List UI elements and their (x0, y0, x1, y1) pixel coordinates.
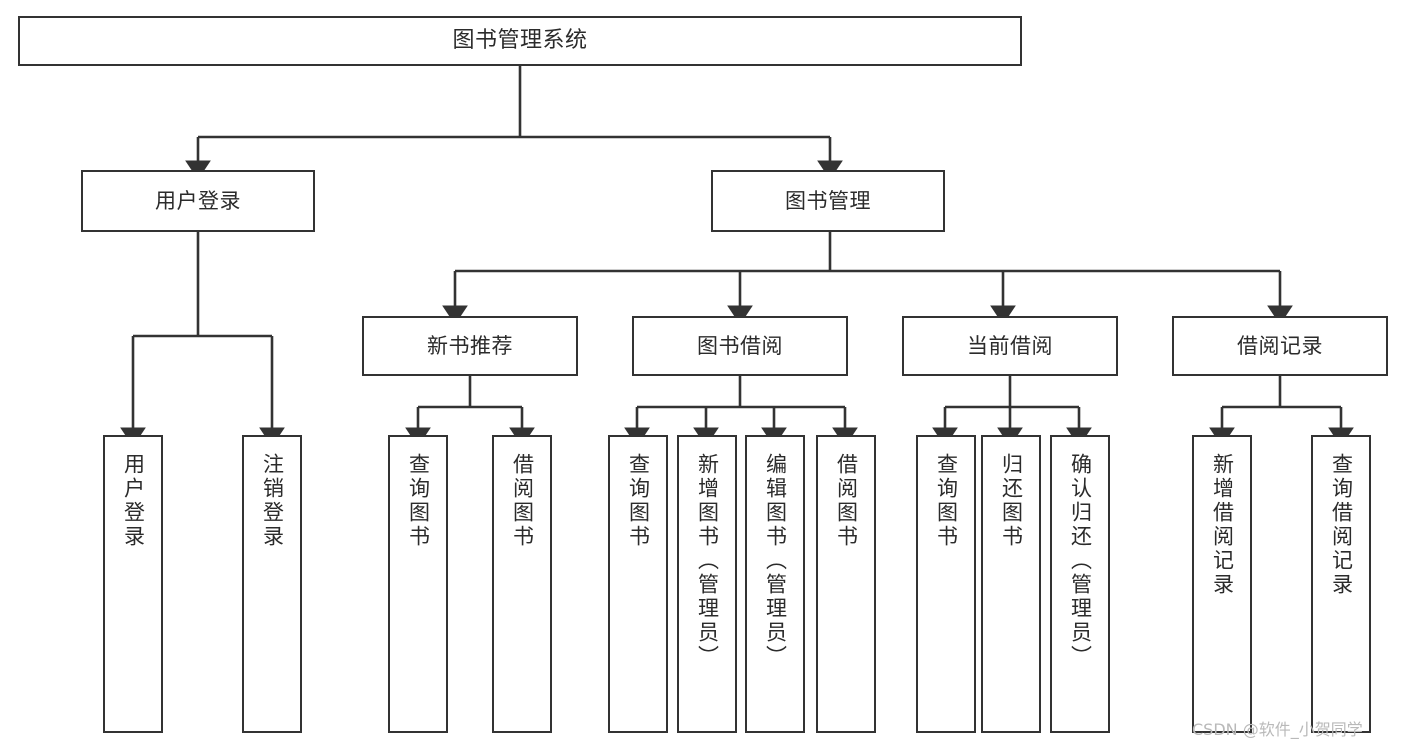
node-current-borrow[interactable]: 当前借阅 (902, 316, 1118, 376)
leaf-new-book-borrow-book[interactable]: 借阅图书 (492, 435, 552, 733)
node-label: 查询图书 (406, 453, 431, 549)
node-label: 借阅记录 (1237, 333, 1323, 358)
node-label: 图书借阅 (697, 333, 783, 358)
node-label: 查询图书 (626, 453, 651, 549)
leaf-book-borrow-borrow-book[interactable]: 借阅图书 (816, 435, 876, 733)
node-label: 注销登录 (260, 453, 285, 549)
node-book-management[interactable]: 图书管理 (711, 170, 945, 232)
csdn-watermark: CSDN @软件_小贺同学 (1192, 720, 1363, 739)
node-label: 图书管理 (785, 188, 871, 213)
leaf-current-borrow-return-book[interactable]: 归还图书 (981, 435, 1041, 733)
leaf-user-login-login[interactable]: 用户登录 (103, 435, 163, 733)
node-label: 确认归还（管理员） (1068, 453, 1093, 669)
leaf-borrow-record-query-record[interactable]: 查询借阅记录 (1311, 435, 1371, 733)
node-label: 新书推荐 (427, 333, 513, 358)
node-label: 新增图书（管理员） (695, 453, 720, 669)
node-label: 查询借阅记录 (1329, 453, 1354, 597)
node-label: 借阅图书 (510, 453, 535, 549)
node-label: 归还图书 (999, 453, 1024, 549)
leaf-borrow-record-add-record[interactable]: 新增借阅记录 (1192, 435, 1252, 733)
node-user-login[interactable]: 用户登录 (81, 170, 315, 232)
leaf-new-book-query-book[interactable]: 查询图书 (388, 435, 448, 733)
node-borrow-record[interactable]: 借阅记录 (1172, 316, 1388, 376)
leaf-user-login-logout[interactable]: 注销登录 (242, 435, 302, 733)
leaf-current-borrow-query-book[interactable]: 查询图书 (916, 435, 976, 733)
node-label: 用户登录 (155, 188, 241, 213)
node-root-book-management-system[interactable]: 图书管理系统 (18, 16, 1022, 66)
node-label: 编辑图书（管理员） (763, 453, 788, 669)
leaf-book-borrow-add-book-admin[interactable]: 新增图书（管理员） (677, 435, 737, 733)
node-label: 借阅图书 (834, 453, 859, 549)
leaf-current-borrow-confirm-return-admin[interactable]: 确认归还（管理员） (1050, 435, 1110, 733)
node-label: 查询图书 (934, 453, 959, 549)
node-book-borrow[interactable]: 图书借阅 (632, 316, 848, 376)
leaf-book-borrow-query-book[interactable]: 查询图书 (608, 435, 668, 733)
node-label: 图书管理系统 (452, 28, 588, 54)
node-label: 当前借阅 (967, 333, 1053, 358)
leaf-book-borrow-edit-book-admin[interactable]: 编辑图书（管理员） (745, 435, 805, 733)
node-new-book-recommend[interactable]: 新书推荐 (362, 316, 578, 376)
node-label: 新增借阅记录 (1210, 453, 1235, 597)
node-label: 用户登录 (121, 453, 146, 549)
